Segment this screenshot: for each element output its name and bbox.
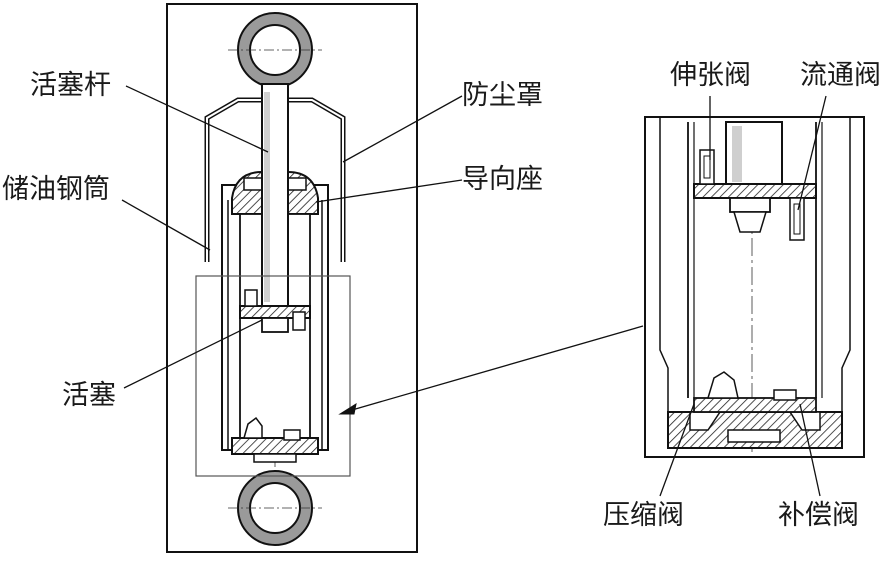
detail-piston: [693, 183, 817, 199]
detail-flow-valve: [789, 197, 805, 241]
top-eye: [228, 12, 322, 88]
bottom-eye: [228, 470, 322, 546]
label-compression-valve: 压缩阀: [603, 500, 684, 531]
left-full-view: [166, 3, 418, 553]
label-oil-cylinder: 储油钢筒: [2, 174, 110, 205]
right-frame: [644, 116, 865, 458]
label-piston: 活塞: [62, 380, 116, 411]
label-guide-seat: 导向座: [462, 164, 543, 195]
base-valve: [231, 416, 319, 463]
label-compensation-valve: 补偿阀: [778, 500, 859, 531]
piston: [239, 289, 311, 333]
detail-rebound-valve: [699, 149, 715, 185]
label-piston-rod: 活塞杆: [30, 70, 111, 101]
detail-box: [195, 275, 351, 477]
label-rebound-valve: 伸张阀: [670, 60, 751, 91]
label-dust-cover: 防尘罩: [462, 80, 543, 111]
label-flow-valve: 流通阀: [800, 60, 881, 91]
leader-lines: [121, 85, 827, 497]
detail-arrow: [338, 325, 644, 415]
right-detail-view: [644, 116, 865, 458]
detail-base-valve: [667, 371, 843, 449]
left-frame: [166, 3, 418, 553]
